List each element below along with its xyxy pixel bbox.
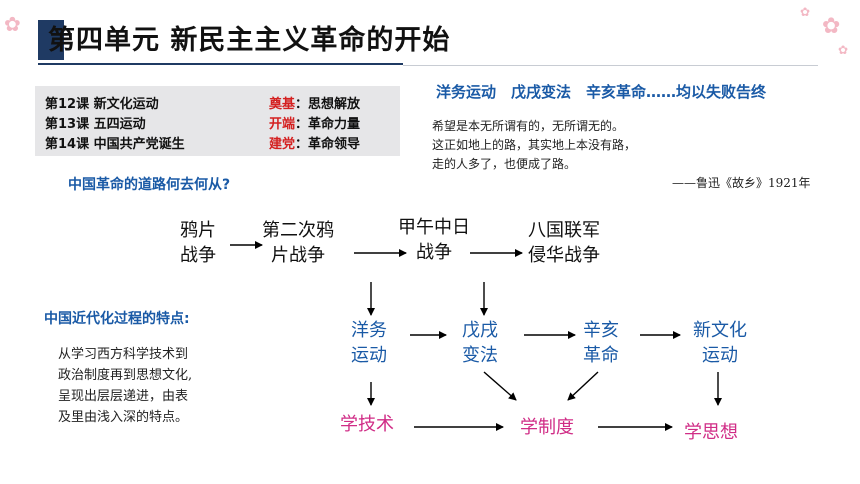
flower-decoration-icon: ✿: [800, 5, 811, 19]
war-node-line: 甲午中日: [398, 217, 470, 238]
quote-line: 这正如地上的路，其实地上本没有路，: [432, 138, 637, 152]
modernization-node: 辛亥 革命: [583, 318, 619, 368]
title-underline: [38, 63, 403, 65]
learning-node-technology: 学技术: [340, 414, 394, 435]
modernization-node-line: 新文化: [693, 320, 747, 341]
flower-decoration-icon: ✿: [822, 14, 841, 39]
lesson-tag: 建党：革命领导: [269, 137, 361, 152]
features-line: 及里由浅入深的特点。: [58, 410, 189, 425]
quote-line: 走的人多了，也便成了路。: [432, 157, 577, 171]
war-node-line: 侵华战争: [528, 245, 600, 266]
lesson-item: 第13课 五四运动: [45, 117, 146, 132]
lesson-item: 第12课 新文化运动: [45, 97, 159, 112]
quote-line: 希望是本无所谓有的，无所谓无的。: [432, 119, 625, 133]
lesson-item: 第14课 中国共产党诞生: [45, 137, 185, 152]
modernization-node-line: 运动: [702, 345, 738, 366]
modernization-node: 洋务 运动: [351, 318, 387, 368]
lesson-tag: 奠基：思想解放: [269, 97, 361, 112]
quote-source: ——鲁迅《故乡》1921年: [672, 176, 811, 190]
features-line: 政治制度再到思想文化,: [58, 368, 193, 383]
modernization-node-line: 革命: [583, 345, 619, 366]
title-divider: [403, 65, 818, 66]
war-node: 第二次鸦 片战争: [262, 218, 334, 268]
failures-heading: 洋务运动 戊戌变法 辛亥革命……均以失败告终: [436, 83, 767, 101]
features-heading: 中国近代化过程的特点:: [44, 311, 190, 327]
modernization-node: 新文化 运动: [693, 318, 747, 368]
lesson-tag-key: 开端: [269, 117, 296, 132]
arrow-xinhai-to-system: [567, 371, 599, 401]
lesson-tag-value: 革命领导: [308, 137, 361, 152]
modernization-node: 戊戌 变法: [462, 318, 498, 368]
lesson-tag-value: 思想解放: [308, 97, 361, 112]
war-node-line: 第二次鸦: [262, 220, 334, 241]
question-heading: 中国革命的道路何去何从?: [68, 177, 231, 193]
modernization-node-line: 辛亥: [583, 320, 619, 341]
modernization-node-line: 洋务: [351, 320, 387, 341]
war-node: 八国联军 侵华战争: [528, 218, 600, 268]
war-node-line: 八国联军: [528, 220, 600, 241]
war-node-line: 片战争: [271, 245, 325, 266]
page-title: 第四单元 新民主主义革命的开始: [48, 25, 451, 56]
arrow-wuxu-to-system: [483, 371, 517, 401]
flower-decoration-icon: ✿: [4, 12, 21, 36]
lesson-tag-key: 奠基: [269, 97, 296, 112]
lesson-summary-box: 第12课 新文化运动 第13课 五四运动 第14课 中国共产党诞生 奠基：思想解…: [35, 86, 400, 156]
features-line: 从学习西方科学技术到: [58, 347, 189, 362]
modernization-node-line: 运动: [351, 345, 387, 366]
modernization-node-line: 变法: [462, 345, 498, 366]
war-node-line: 战争: [416, 242, 452, 263]
modernization-node-line: 戊戌: [462, 320, 498, 341]
flower-decoration-icon: ✿: [838, 43, 849, 57]
war-node-line: 战争: [180, 245, 216, 266]
war-node: 甲午中日 战争: [398, 215, 470, 265]
features-line: 呈现出层层递进，由表: [58, 389, 189, 404]
lesson-tag-key: 建党: [269, 137, 296, 152]
war-node: 鸦片 战争: [180, 218, 216, 268]
learning-node-system: 学制度: [520, 417, 574, 438]
war-node-line: 鸦片: [180, 220, 216, 241]
lesson-tag-value: 革命力量: [308, 117, 361, 132]
lesson-tag: 开端：革命力量: [269, 117, 361, 132]
title-accent-bar: [38, 20, 64, 60]
learning-node-thought: 学思想: [684, 422, 738, 443]
